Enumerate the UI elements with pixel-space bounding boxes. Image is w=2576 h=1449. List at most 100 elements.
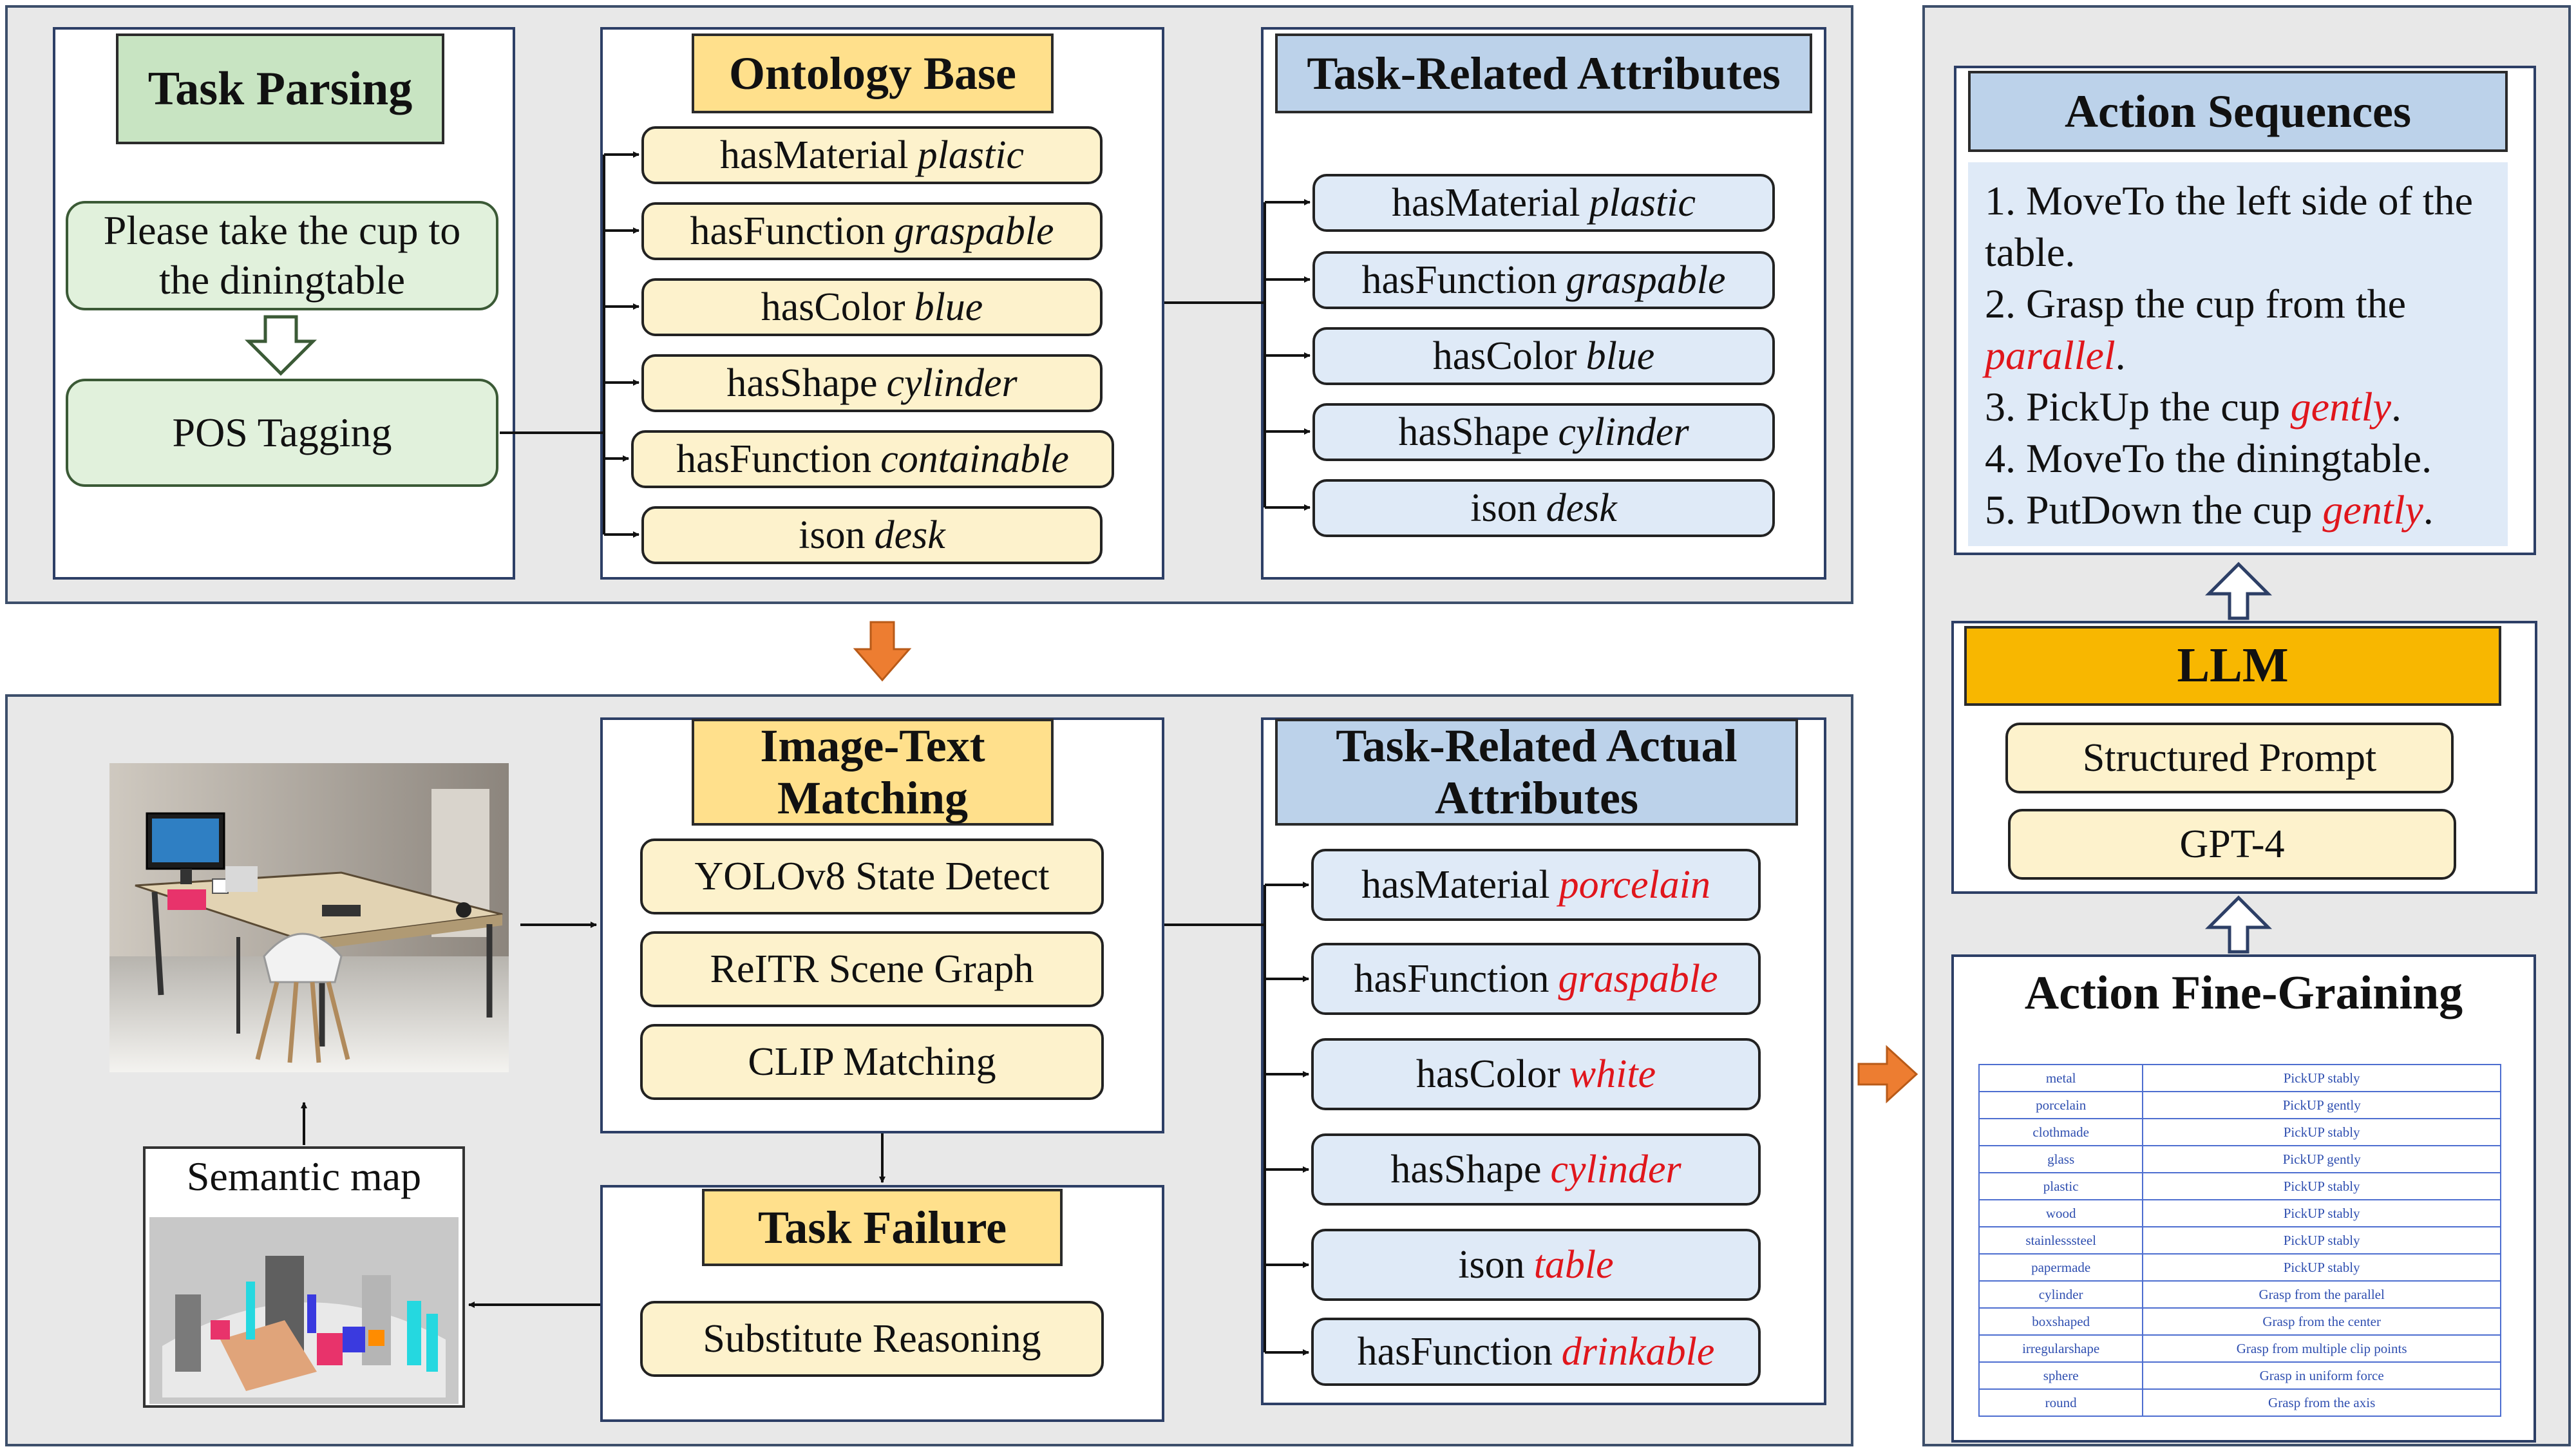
property-value: white	[1569, 1052, 1656, 1096]
property-value: plastic	[917, 133, 1024, 177]
property-name: hasFunction	[676, 437, 872, 481]
attribute-cell: metal	[1978, 1064, 2144, 1092]
action-sequences-title: Action Sequences	[1968, 71, 2508, 152]
property-name: ison	[1470, 486, 1537, 530]
attribute-cell: sphere	[1978, 1361, 2144, 1390]
pos-tagging-box: POS Tagging	[66, 379, 498, 487]
property-name: hasFunction	[690, 209, 886, 253]
property-value: graspable	[1558, 956, 1718, 1001]
action-cell: PickUP stably	[2142, 1199, 2501, 1227]
office-scene-image	[109, 763, 509, 1072]
property-name: ison	[1458, 1242, 1525, 1287]
ontology-base-title: Ontology Base	[692, 33, 1054, 113]
property-value: drinkable	[1561, 1329, 1715, 1374]
action-cell: Grasp from the parallel	[2142, 1280, 2501, 1309]
action-cell: Grasp from the center	[2142, 1307, 2501, 1336]
action-cell: PickUP stably	[2142, 1118, 2501, 1146]
attribute-cell: porcelain	[1978, 1091, 2144, 1119]
task-parsing-title: Task Parsing	[116, 33, 444, 144]
property-value: graspable	[894, 209, 1054, 253]
attribute-cell: plastic	[1978, 1172, 2144, 1200]
property-name: hasFunction	[1361, 258, 1557, 302]
attribute-cell: clothmade	[1978, 1118, 2144, 1146]
structured-prompt-box: Structured Prompt	[2005, 723, 2454, 793]
property-value: blue	[1586, 334, 1655, 378]
property-value: table	[1533, 1242, 1614, 1287]
action-cell: Grasp from multiple clip points	[2142, 1334, 2501, 1363]
llm-title: LLM	[1964, 626, 2501, 706]
property-name: hasShape	[1398, 410, 1549, 454]
attribute-cell: round	[1978, 1388, 2144, 1417]
attribute-cell: wood	[1978, 1199, 2144, 1227]
step-highlight: gently	[2322, 487, 2423, 533]
property-value: desk	[1546, 486, 1617, 530]
action-steps: 1. MoveTo the left side of the table. 2.…	[1968, 162, 2508, 546]
instruction-box: Please take the cup to the diningtable	[66, 201, 498, 310]
action-step: 4. MoveTo the diningtable.	[1985, 435, 2432, 481]
action-cell: PickUP gently	[2142, 1145, 2501, 1173]
action-fine-graining-title: Action Fine-Graining	[2024, 967, 2463, 1019]
task-related-actual-title: Task-Related Actual Attributes	[1275, 719, 1798, 826]
step-highlight: gently	[2290, 384, 2391, 430]
property-value: containable	[880, 437, 1069, 481]
property-value: desk	[874, 513, 945, 557]
action-step: 3. PickUp the cup gently.	[1985, 384, 2401, 430]
action-cell: Grasp from the axis	[2142, 1388, 2501, 1417]
action-step: 2. Grasp the cup from the parallel.	[1985, 281, 2407, 378]
property-name: hasFunction	[1357, 1329, 1553, 1374]
step-highlight: parallel	[1985, 332, 2116, 378]
clip-box: CLIP Matching	[640, 1024, 1104, 1100]
reitr-box: ReITR Scene Graph	[640, 931, 1104, 1007]
semantic-map-image	[149, 1217, 459, 1404]
property-value: cylinder	[1558, 410, 1689, 454]
action-cell: Grasp in uniform force	[2142, 1361, 2501, 1390]
task-failure-title: Task Failure	[702, 1189, 1063, 1266]
property-value: porcelain	[1558, 862, 1710, 907]
attribute-cell: boxshaped	[1978, 1307, 2144, 1336]
property-name: ison	[799, 513, 866, 557]
property-name: hasMaterial	[1361, 862, 1550, 907]
attribute-cell: papermade	[1978, 1253, 2144, 1282]
attribute-cell: stainlesssteel	[1978, 1226, 2144, 1255]
yolov8-box: YOLOv8 State Detect	[640, 838, 1104, 914]
property-name: hasMaterial	[720, 133, 909, 177]
substitute-reasoning-box: Substitute Reasoning	[640, 1301, 1104, 1377]
gpt4-box: GPT-4	[2008, 809, 2456, 880]
property-name: hasColor	[1432, 334, 1577, 378]
property-name: hasFunction	[1354, 956, 1549, 1001]
property-value: cylinder	[1550, 1147, 1681, 1191]
property-name: hasColor	[1416, 1052, 1560, 1096]
property-name: hasColor	[761, 285, 905, 329]
property-value: cylinder	[886, 361, 1018, 405]
property-name: hasShape	[1390, 1147, 1542, 1191]
property-value: graspable	[1566, 258, 1726, 302]
action-cell: PickUP stably	[2142, 1226, 2501, 1255]
